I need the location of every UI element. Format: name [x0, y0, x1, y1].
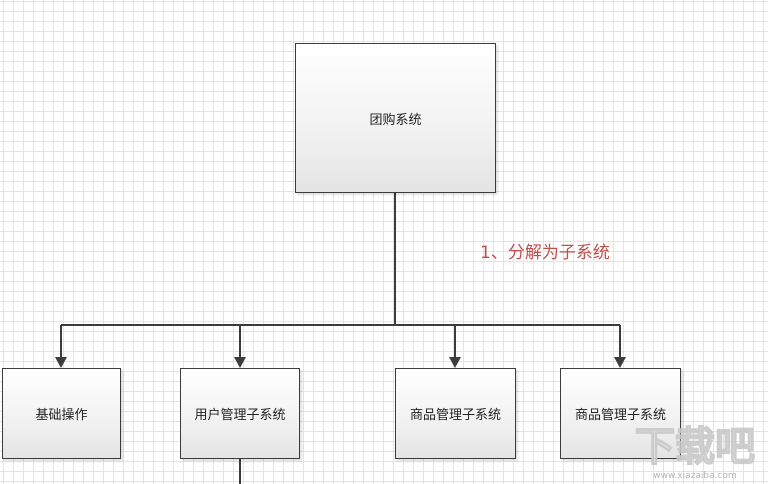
child-node-label: 商品管理子系统	[409, 408, 501, 423]
child-node-label: 商品管理子系统	[574, 408, 666, 423]
child-node-4[interactable]: 商品管理子系统	[560, 368, 681, 459]
arrowhead-2	[234, 357, 246, 368]
child-node-2[interactable]: 用户管理子系统	[180, 368, 300, 459]
root-node[interactable]: 团购系统	[295, 43, 496, 193]
watermark-text: 下载吧	[635, 424, 755, 470]
child-node-1[interactable]: 基础操作	[2, 368, 121, 459]
arrowhead-1	[55, 357, 67, 368]
arrowhead-3	[449, 357, 461, 368]
watermark-subtext: www.xiazaiba.com	[653, 471, 737, 481]
watermark-logo: 下载吧 www.xiazaiba.com	[634, 423, 756, 481]
child-node-label: 基础操作	[35, 408, 88, 423]
root-node-label: 团购系统	[369, 112, 422, 128]
child-node-3[interactable]: 商品管理子系统	[395, 368, 516, 459]
annotation-text: 1、分解为子系统	[480, 243, 610, 263]
arrowhead-4	[614, 357, 626, 368]
child-node-label: 用户管理子系统	[194, 408, 286, 423]
